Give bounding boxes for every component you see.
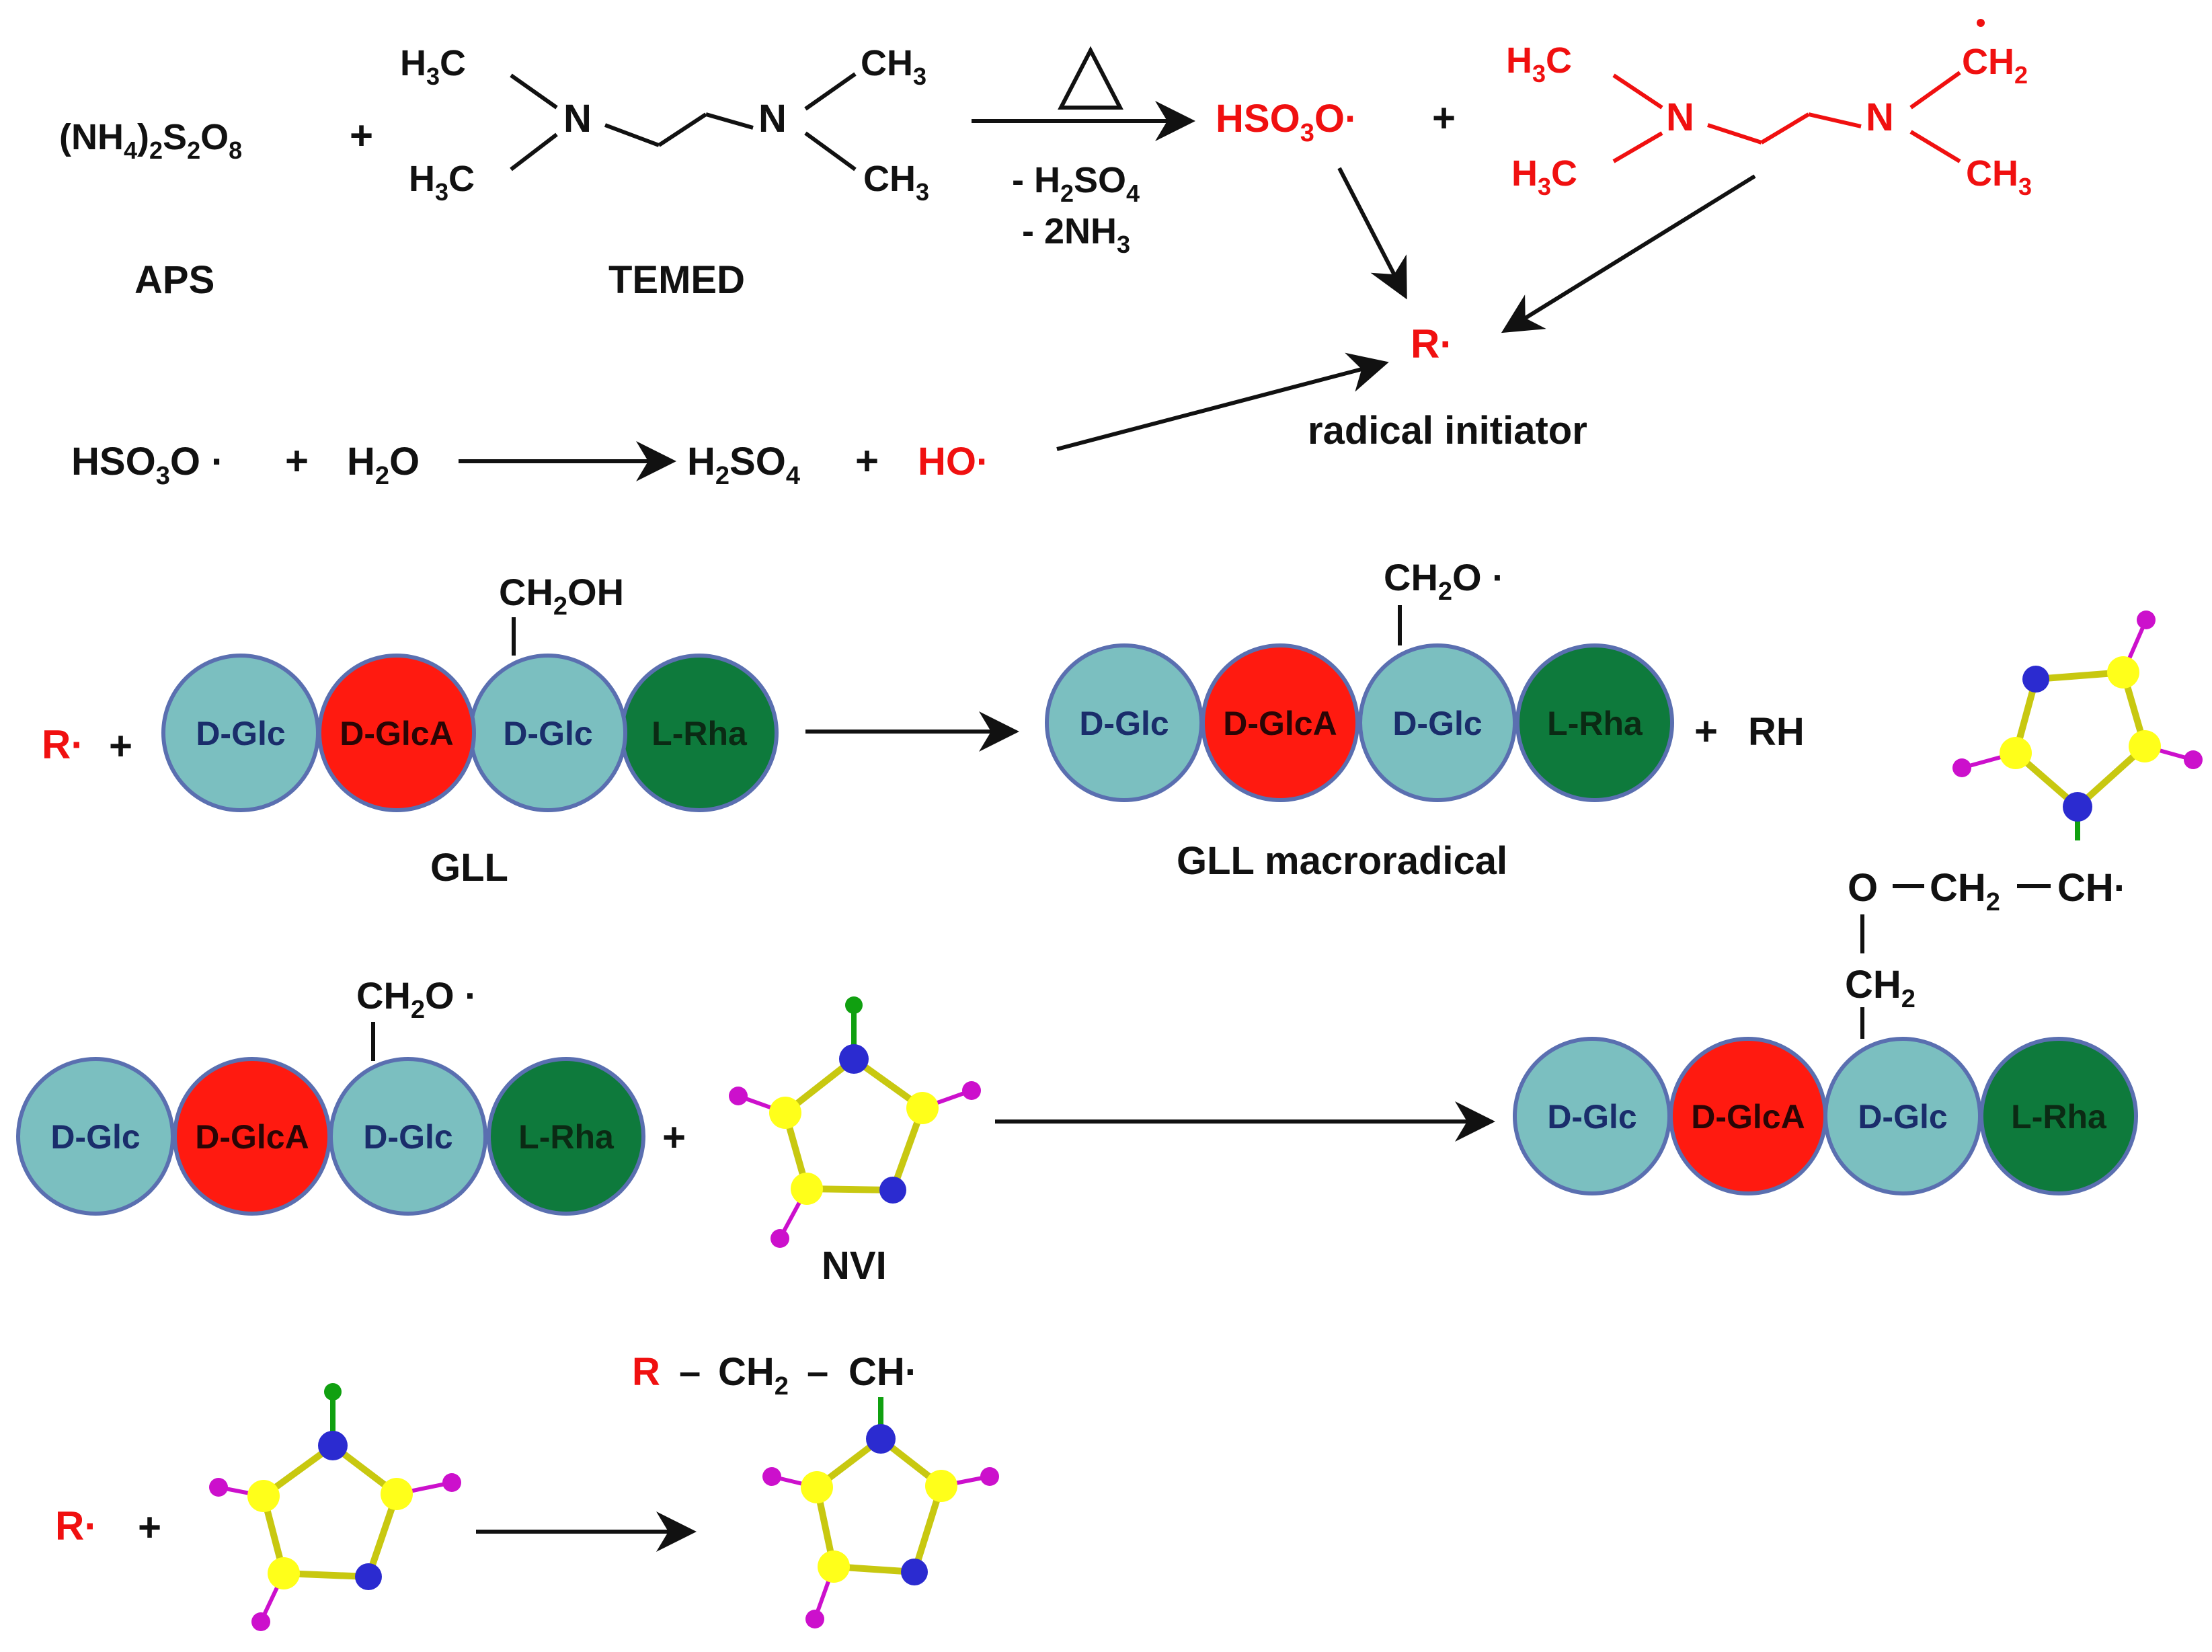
plus-sign: + xyxy=(285,438,309,483)
hso3o-radical-red: HSO3O· xyxy=(1216,97,1357,147)
gll-macroradical-label: GLL macroradical xyxy=(1177,839,1507,883)
chain-ch-radical: CH· xyxy=(848,1350,918,1394)
r-radical: R· xyxy=(42,722,84,767)
svg-text:CH3: CH3 xyxy=(861,43,926,90)
svg-text:CH3: CH3 xyxy=(863,159,929,206)
gll-label: GLL xyxy=(430,846,508,890)
svg-text:D-GlcA: D-GlcA xyxy=(1691,1098,1805,1136)
svg-text:H3C: H3C xyxy=(409,159,475,206)
r-substituent: R xyxy=(632,1350,660,1394)
byproduct-h2so4: - H2SO4 xyxy=(1012,160,1140,207)
svg-text:CH2O ·: CH2O · xyxy=(356,974,477,1024)
chain-dash: – xyxy=(807,1350,828,1394)
svg-text:H3C: H3C xyxy=(1511,153,1577,200)
svg-text:CH2OH: CH2OH xyxy=(499,571,624,621)
gll-macroradical-chain-2: D-Glc D-GlcA D-Glc L-Rha CH2O · xyxy=(16,974,645,1216)
plus-sign: + xyxy=(1694,709,1718,754)
svg-text:L-Rha: L-Rha xyxy=(1547,705,1643,742)
svg-text:N: N xyxy=(563,97,592,141)
plus-sign: + xyxy=(138,1505,161,1550)
svg-text:N: N xyxy=(1666,95,1694,139)
svg-text:D-Glc: D-Glc xyxy=(363,1118,452,1156)
grafted-product-chain: D-Glc D-GlcA D-Glc L-Rha xyxy=(1513,1007,2138,1195)
svg-text:D-Glc: D-Glc xyxy=(1858,1098,1947,1136)
arrow-temed-to-r xyxy=(1501,174,1756,333)
temed-radical-structure: N N H3C H3C CH2 CH3 xyxy=(1506,19,2032,200)
h2so4-product: H2SO4 xyxy=(687,440,800,490)
gll-chain: D-Glc D-GlcA D-Glc L-Rha CH2OH xyxy=(161,571,779,812)
graft-ch2-linker: CH2 xyxy=(1845,963,1915,1013)
aps-formula: (NH4)2S2O8 xyxy=(59,117,242,164)
svg-text:D-GlcA: D-GlcA xyxy=(195,1118,309,1156)
svg-text:D-Glc: D-Glc xyxy=(1392,705,1482,742)
svg-text:L-Rha: L-Rha xyxy=(2011,1098,2107,1136)
rh-product: RH xyxy=(1748,710,1805,754)
svg-text:D-Glc: D-Glc xyxy=(503,715,592,752)
heat-symbol xyxy=(1058,46,1123,110)
graft-o: O xyxy=(1848,866,1878,910)
grafted-nvi-ring xyxy=(1952,611,2203,840)
plus-sign: + xyxy=(1432,95,1456,141)
plus-sign: + xyxy=(662,1115,686,1160)
graft-ch-radical: CH· xyxy=(2057,866,2127,910)
plus-sign: + xyxy=(350,113,373,158)
svg-text:D-Glc: D-Glc xyxy=(196,715,285,752)
svg-text:N: N xyxy=(758,97,787,141)
byproduct-nh3: - 2NH3 xyxy=(1022,211,1130,258)
svg-text:CH2: CH2 xyxy=(1962,42,2028,89)
svg-text:L-Rha: L-Rha xyxy=(651,715,748,752)
svg-text:D-GlcA: D-GlcA xyxy=(340,715,453,752)
svg-text:H3C: H3C xyxy=(400,43,466,90)
nvi-label: NVI xyxy=(822,1244,887,1288)
ho-radical: HO· xyxy=(918,440,989,483)
temed-label: TEMED xyxy=(608,258,745,302)
temed-structure: N N H3C H3C CH3 CH3 xyxy=(400,43,929,206)
plus-sign: + xyxy=(109,723,132,769)
svg-text:CH2O ·: CH2O · xyxy=(1384,556,1505,606)
arrow-hso3o-to-r xyxy=(1337,167,1407,300)
svg-text:H3C: H3C xyxy=(1506,40,1572,87)
aps-label: APS xyxy=(134,258,214,302)
svg-text:D-GlcA: D-GlcA xyxy=(1223,705,1337,742)
svg-text:N: N xyxy=(1866,95,1894,139)
chain-ch2: CH2 xyxy=(718,1350,789,1401)
svg-text:L-Rha: L-Rha xyxy=(518,1118,615,1156)
plus-sign: + xyxy=(855,438,879,483)
gll-macroradical-chain: D-Glc D-GlcA D-Glc L-Rha CH2O · xyxy=(1045,556,1674,802)
svg-text:D-Glc: D-Glc xyxy=(50,1118,140,1156)
arrow-ho-to-r xyxy=(1056,352,1389,451)
r-radical-initiator: R· xyxy=(1411,321,1453,366)
svg-text:D-Glc: D-Glc xyxy=(1079,705,1169,742)
graft-ch2: CH2 xyxy=(1930,866,2000,916)
r-radical: R· xyxy=(55,1503,97,1548)
nvi-monomer-2 xyxy=(209,1383,461,1631)
chain-dash: – xyxy=(679,1350,701,1394)
nvi-monomer xyxy=(729,996,981,1248)
nvi-radical-adduct xyxy=(762,1397,999,1628)
svg-text:D-Glc: D-Glc xyxy=(1547,1098,1636,1136)
water: H2O xyxy=(347,440,420,490)
radical-initiator-label: radical initiator xyxy=(1308,409,1587,453)
svg-text:CH3: CH3 xyxy=(1966,153,2032,200)
hso3o-radical: HSO3O · xyxy=(71,440,224,490)
